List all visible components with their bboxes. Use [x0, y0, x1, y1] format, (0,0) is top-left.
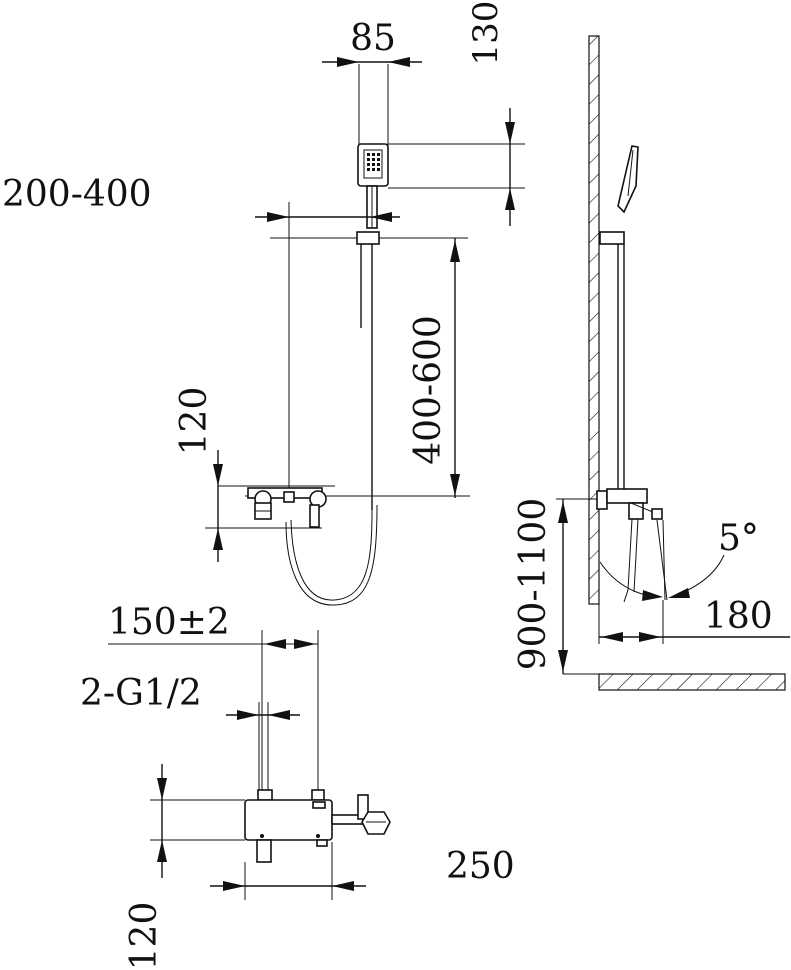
label-head-width: 85: [350, 18, 396, 59]
dim-tilt-angle: 5°: [599, 518, 759, 601]
mixer-front: [205, 485, 470, 529]
dim-spout-reach: 180: [598, 596, 790, 644]
label-install-height: 900-1100: [513, 498, 554, 671]
label-mixer-length: 250: [446, 846, 515, 887]
dim-mixer-length: 250: [210, 842, 515, 900]
dim-mixer-height-bottom: 120: [124, 764, 245, 970]
label-centers: 150±2: [108, 602, 230, 643]
dim-mixer-height-top: 120: [174, 387, 223, 562]
mixer-side: [596, 488, 663, 603]
dim-head-offset: 200-400: [2, 174, 400, 496]
label-mixer-height-bottom: 120: [124, 902, 165, 970]
dim-inlets: 2-G1/2: [80, 673, 300, 795]
mixer-body-top: [244, 794, 391, 863]
dim-head-width: 85: [322, 18, 422, 180]
dim-head-height: 130: [388, 1, 525, 226]
side-view: 5° 180 900-1100: [513, 35, 790, 691]
label-bar-height: 400-600: [408, 315, 449, 465]
shower-head-front: [357, 143, 389, 229]
shower-head-side: [599, 145, 639, 490]
label-head-offset: 200-400: [2, 174, 152, 215]
wall: [588, 35, 600, 605]
dim-centers: 150±2: [108, 602, 319, 790]
label-tilt-angle: 5°: [718, 518, 759, 559]
dim-install-height: 900-1100: [513, 498, 597, 674]
shower-hose-front: [285, 504, 378, 606]
floor: [563, 673, 786, 691]
front-view: 85 130: [2, 1, 525, 606]
label-mixer-height-top: 120: [174, 387, 215, 456]
label-inlets: 2-G1/2: [80, 673, 202, 714]
label-head-height: 130: [466, 1, 506, 66]
inlet-pipes: [257, 789, 325, 801]
dim-bar-height: 400-600: [408, 238, 460, 498]
slide-rail-front: [270, 231, 468, 510]
mixer-top-view: 150±2 2-G1/2: [80, 602, 515, 970]
label-spout-reach: 180: [704, 596, 773, 637]
